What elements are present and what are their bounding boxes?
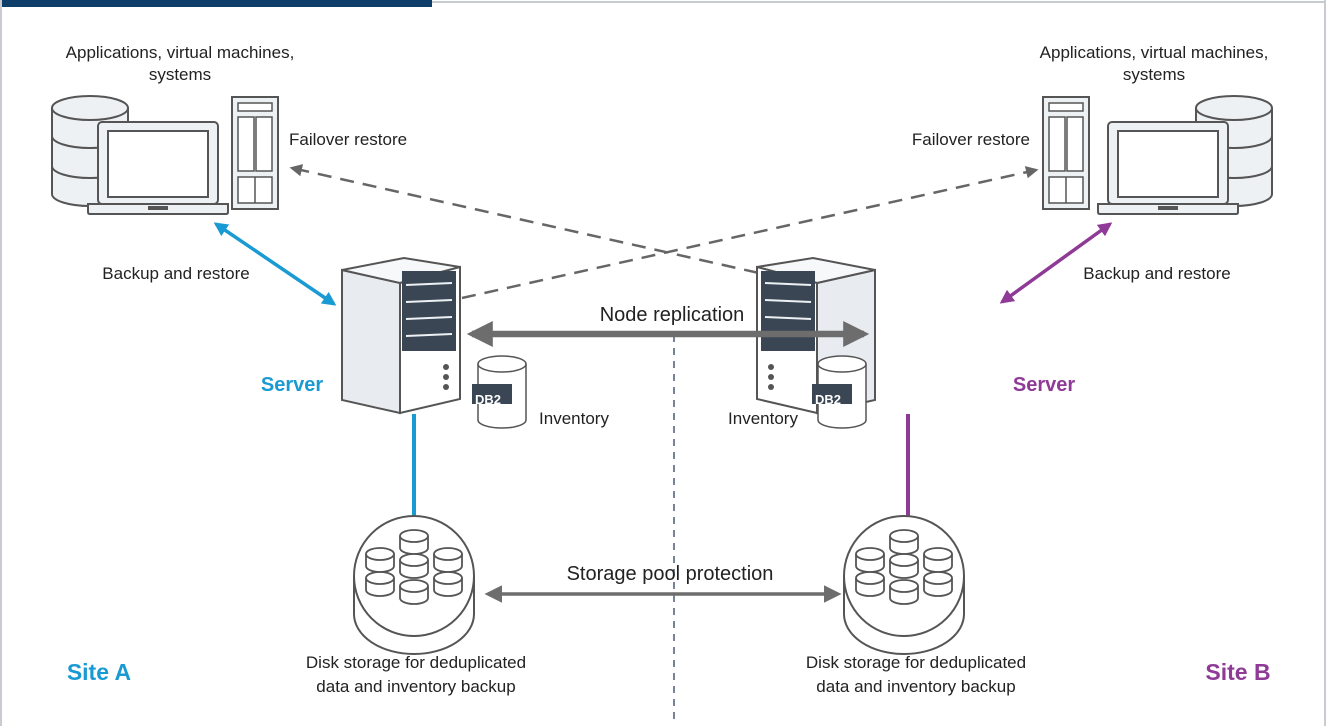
laptop-icon [87,121,229,215]
server-label-left: Server [261,374,323,396]
db2-label: DB2 [815,392,841,407]
storage-pool-protection-label: Storage pool protection [567,563,774,585]
left-client-group [51,95,279,215]
site-b-label: Site B [1205,659,1270,685]
right-client-group [1042,95,1273,215]
db2-database-icon: DB2 [811,355,867,429]
apps-label-left-line2: systems [149,65,211,84]
disk-label-left-line2: data and inventory backup [316,677,515,696]
db2-label: DB2 [475,392,501,407]
tower-server-icon [231,96,279,210]
backup-label-right: Backup and restore [1083,264,1230,283]
server-icon [341,257,461,414]
failover-label-right: Failover restore [912,130,1030,149]
disk-storage-pool-icon [353,515,475,655]
inventory-label-right: Inventory [728,409,798,428]
failover-line-left-to-right [461,166,1039,300]
backup-label-left: Backup and restore [102,264,249,283]
apps-label-right-line1: Applications, virtual machines, [1040,43,1269,62]
site-a-label: Site A [67,659,131,685]
failover-label-left: Failover restore [289,130,407,149]
node-replication-label: Node replication [600,304,745,326]
apps-label-left-line1: Applications, virtual machines, [66,43,295,62]
laptop-icon [1097,121,1239,215]
tower-server-icon [1042,96,1090,210]
backup-arrow-left [213,222,337,306]
inventory-label-left: Inventory [539,409,609,428]
apps-label-right-line2: systems [1123,65,1185,84]
disk-label-left-line1: Disk storage for deduplicated [306,653,526,672]
header-tab [0,0,432,7]
server-label-right: Server [1013,374,1075,396]
disk-storage-pool-icon [843,515,965,655]
disk-label-right-line1: Disk storage for deduplicated [806,653,1026,672]
db2-database-icon: DB2 [471,355,527,429]
disk-label-right-line2: data and inventory backup [816,677,1015,696]
backup-arrow-right [999,222,1113,304]
